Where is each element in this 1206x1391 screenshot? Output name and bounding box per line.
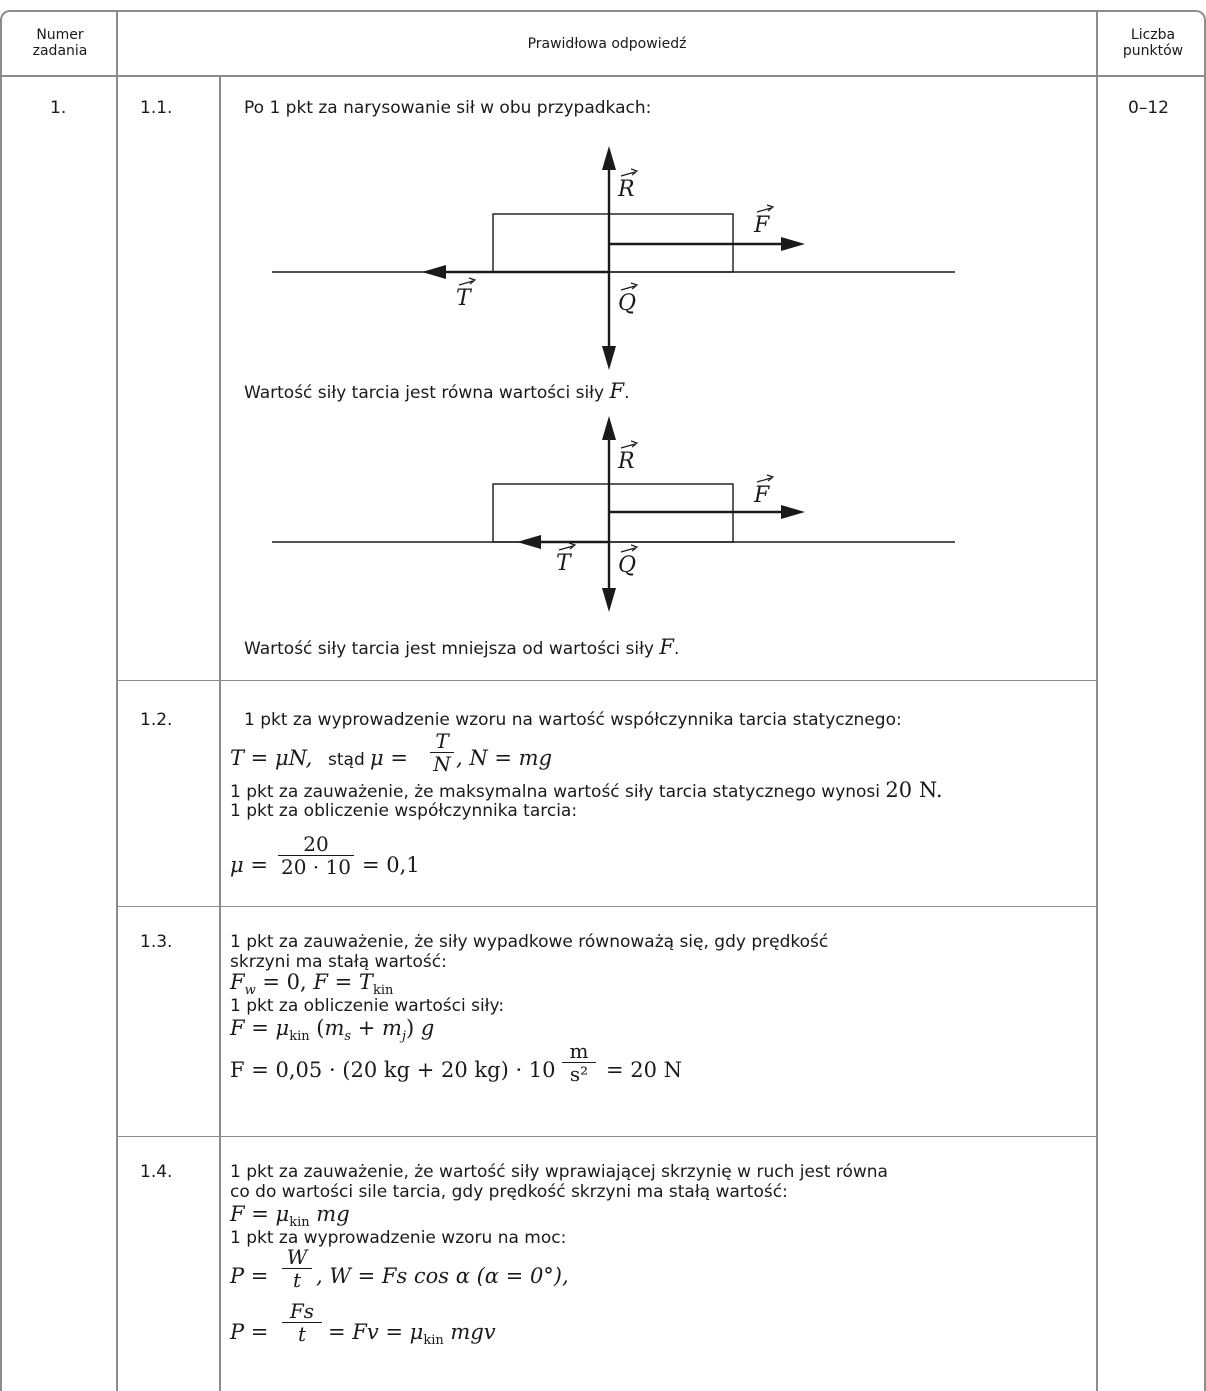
force-diagram-2: R F T Q (272, 416, 955, 612)
header-points: Liczba punktów (1122, 27, 1184, 59)
col-divider-3 (1096, 10, 1098, 1391)
label-t: T (456, 286, 473, 311)
header-correct-answer: Prawidłowa odpowiedź (527, 36, 687, 52)
header-divider (0, 75, 1206, 77)
subtask-1-4-line-2: co do wartości sile tarcia, gdy prędkość… (230, 1182, 788, 1202)
subtask-1-2-line-1: 1 pkt za wyprowadzenie wzoru na wartość … (244, 710, 902, 730)
subtask-1-1-caption-2: Wartość siły tarcia jest mniejsza od war… (244, 635, 680, 660)
header-task-number: Numer zadania (32, 27, 88, 59)
subtask-1-4-eq-1: F = μkin mg (230, 1202, 350, 1231)
subtask-1-3-line-1: 1 pkt za zauważenie, że siły wypadkowe r… (230, 932, 829, 952)
label-t-2: T (556, 551, 573, 576)
subtask-1-3-eq-2: F = μkin (ms + mj) g (230, 1016, 435, 1045)
task-number: 1. (50, 98, 67, 118)
col-divider-1 (116, 10, 118, 1391)
label-f-2: F (753, 483, 770, 508)
col-divider-2 (219, 76, 221, 1391)
subtask-1-4-line-1: 1 pkt za zauważenie, że wartość siły wpr… (230, 1162, 888, 1182)
label-f: F (753, 213, 770, 238)
subtask-1-2-line-3: 1 pkt za obliczenie współczynnika tarcia… (230, 801, 578, 821)
subtask-1-1-caption-1: Wartość siły tarcia jest równa wartości … (244, 379, 630, 404)
label-r: R (617, 177, 635, 202)
label-q-2: Q (618, 553, 636, 578)
label-r-2: R (617, 449, 635, 474)
subtask-id-1-3: 1.3. (140, 932, 173, 952)
subtask-id-1-1: 1.1. (140, 98, 173, 118)
subtask-1-1-intro: Po 1 pkt za narysowanie sił w obu przypa… (244, 98, 652, 118)
row-divider-1 (117, 680, 1096, 681)
subtask-1-3-line-3: 1 pkt za obliczenie wartości siły: (230, 996, 505, 1016)
label-q: Q (618, 291, 636, 316)
task-points: 0–12 (1128, 98, 1169, 118)
table-frame (0, 10, 1206, 1391)
subtask-id-1-2: 1.2. (140, 710, 173, 730)
row-divider-2 (117, 906, 1096, 907)
subtask-1-3-line-2: skrzyni ma stałą wartość: (230, 952, 447, 972)
subtask-id-1-4: 1.4. (140, 1162, 173, 1182)
force-diagram-1: R F T Q (272, 146, 955, 370)
row-divider-3 (117, 1136, 1096, 1137)
subtask-1-4-line-3: 1 pkt za wyprowadzenie wzoru na moc: (230, 1228, 567, 1248)
subtask-1-3-eq-1: Fw = 0, F = Tkin (230, 970, 394, 999)
subtask-1-2-line-2: 1 pkt za zauważenie, że maksymalna warto… (230, 778, 943, 803)
